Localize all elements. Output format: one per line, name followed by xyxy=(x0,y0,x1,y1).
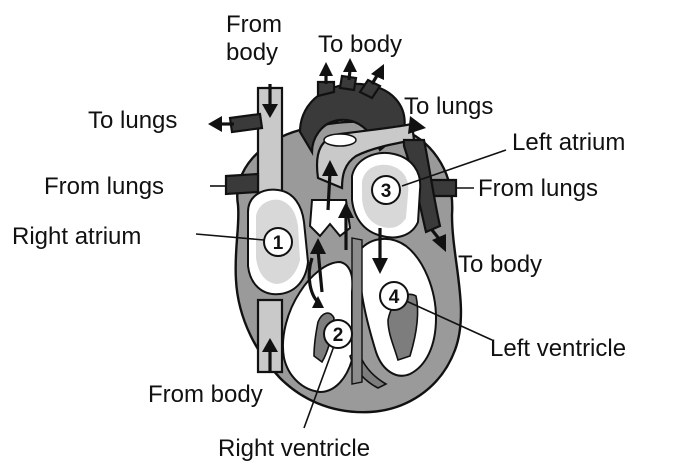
arrow-to-body-top-1-head xyxy=(319,62,333,76)
arrow-to-body-top-2-head xyxy=(343,58,357,72)
label-right-atrium: Right atrium xyxy=(12,223,141,250)
label-to-body-top: To body xyxy=(318,31,402,58)
chamber-number-1: 1 xyxy=(273,233,284,254)
label-left-atrium: Left atrium xyxy=(512,129,625,156)
chamber-marker-1: 1 xyxy=(264,228,292,256)
pulmonary-artery-left-branch xyxy=(230,114,262,132)
label-to-body-right: To body xyxy=(458,251,542,278)
label-from-lungs-right: From lungs xyxy=(478,175,598,202)
pulmonary-vein-left xyxy=(226,174,258,194)
label-left-ventricle: Left ventricle xyxy=(490,335,626,362)
chamber-number-4: 4 xyxy=(389,287,400,308)
flow-arrow-pulmonary-line xyxy=(328,172,330,210)
label-from-body-top-line1: From xyxy=(226,11,282,38)
label-from-body-bottom: From body xyxy=(148,381,263,408)
label-to-lungs-left: To lungs xyxy=(88,107,177,134)
chamber-marker-2: 2 xyxy=(324,320,352,348)
label-from-lungs-left: From lungs xyxy=(44,173,164,200)
ventricular-septum xyxy=(352,238,362,384)
label-right-ventricle: Right ventricle xyxy=(218,435,370,462)
pulmonary-trunk-opening xyxy=(324,134,356,146)
chamber-number-2: 2 xyxy=(333,325,344,346)
chamber-marker-3: 3 xyxy=(372,176,400,204)
label-from-body-top-line2: body xyxy=(226,39,278,66)
chamber-marker-4: 4 xyxy=(380,282,408,310)
label-to-lungs-right: To lungs xyxy=(404,93,493,120)
arrow-to-lungs-left-head xyxy=(208,116,222,132)
chamber-number-3: 3 xyxy=(381,181,392,202)
